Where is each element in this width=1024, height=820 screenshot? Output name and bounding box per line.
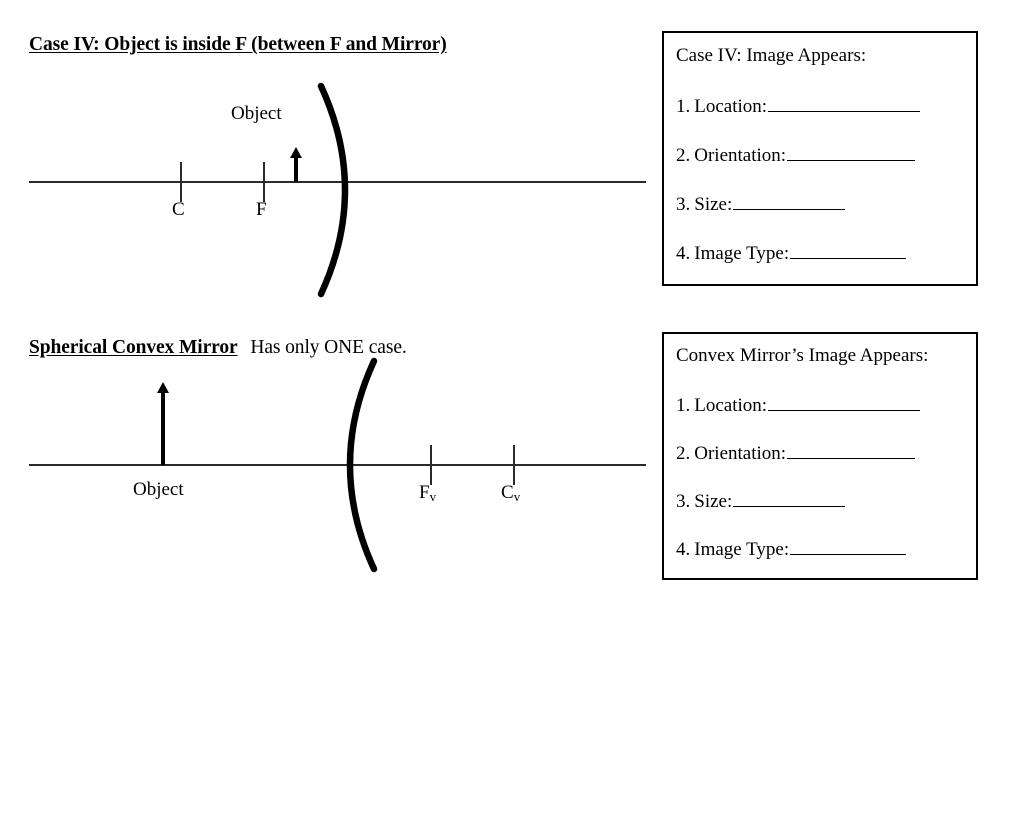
object-label: Object <box>133 479 184 501</box>
item-blank-field[interactable] <box>787 143 916 162</box>
case-iv-answer-item-size[interactable]: 3. Size: <box>676 192 846 216</box>
convex-answer-item-orientation[interactable]: 2. Orientation: <box>676 441 916 465</box>
virtual-center-of-curvature-tick <box>513 445 515 485</box>
concave-mirror-arc <box>317 82 349 298</box>
object-arrow <box>289 147 303 182</box>
item-blank-field[interactable] <box>733 192 846 211</box>
item-blank-field[interactable] <box>787 441 916 460</box>
convex-answer-item-location[interactable]: 1. Location: <box>676 393 921 417</box>
point-label-f: F <box>256 199 267 220</box>
item-label: Size: <box>694 194 733 216</box>
item-number: 4. <box>676 539 691 561</box>
item-number: 2. <box>676 145 691 167</box>
point-label-f: F <box>419 482 430 503</box>
focal-point-label: F <box>256 199 267 221</box>
object-arrow-head <box>289 147 302 158</box>
center-of-curvature-label: C <box>172 199 185 221</box>
convex-mirror-arc <box>346 357 378 573</box>
item-number: 3. <box>676 491 691 513</box>
case-iv-heading: Case IV: Object is inside F (between F a… <box>29 34 447 56</box>
item-label: Orientation: <box>694 145 787 167</box>
item-number: 2. <box>676 443 691 465</box>
item-label: Location: <box>694 96 768 118</box>
item-label: Size: <box>694 491 733 513</box>
principal-axis <box>29 464 646 466</box>
item-number: 1. <box>676 395 691 417</box>
convex-answer-item-image-type[interactable]: 4. Image Type: <box>676 537 907 561</box>
object-arrow-shaft <box>294 157 298 182</box>
item-blank-field[interactable] <box>733 489 846 508</box>
virtual-focal-point-label: Fv <box>419 482 436 505</box>
item-blank-field[interactable] <box>790 537 907 556</box>
point-subscript-v: v <box>429 488 437 504</box>
object-label-text: Object <box>231 103 282 124</box>
convex-mirror-heading-text: Spherical Convex Mirror <box>29 337 238 358</box>
principal-axis <box>29 181 646 183</box>
case-iv-answer-box: Case IV: Image Appears: 1. Location: 2. … <box>662 31 978 286</box>
item-number: 4. <box>676 243 691 265</box>
focal-point-tick <box>263 162 265 202</box>
convex-diagram: Object Fv Cv <box>0 315 660 590</box>
point-label-c: C <box>172 199 185 220</box>
virtual-center-of-curvature-label: Cv <box>501 482 520 505</box>
object-label-text: Object <box>133 479 184 500</box>
convex-mirror <box>346 357 378 573</box>
convex-answer-box: Convex Mirror’s Image Appears: 1. Locati… <box>662 332 978 580</box>
item-label: Orientation: <box>694 443 787 465</box>
object-label: Object <box>231 103 282 125</box>
item-label: Image Type: <box>694 243 790 265</box>
convex-mirror-heading-note: Has only ONE case. <box>250 337 407 358</box>
case-iv-answer-item-image-type[interactable]: 4. Image Type: <box>676 241 907 265</box>
object-arrow-shaft <box>161 392 165 465</box>
convex-mirror-heading: Spherical Convex Mirror Has only ONE cas… <box>29 337 407 359</box>
item-blank-field[interactable] <box>768 94 921 113</box>
point-label-c: C <box>501 482 514 503</box>
center-of-curvature-tick <box>180 162 182 202</box>
item-blank-field[interactable] <box>768 393 921 412</box>
case-iv-answer-title: Case IV: Image Appears: <box>676 45 867 66</box>
object-arrow <box>156 382 170 465</box>
case-iv-heading-text: Case IV: Object is inside F (between F a… <box>29 34 447 55</box>
convex-answer-item-size[interactable]: 3. Size: <box>676 489 846 513</box>
object-arrow-head <box>156 382 169 393</box>
virtual-focal-point-tick <box>430 445 432 485</box>
item-number: 1. <box>676 96 691 118</box>
item-blank-field[interactable] <box>790 241 907 260</box>
case-iv-diagram: C F Object <box>0 0 660 310</box>
point-subscript-v: v <box>513 488 521 504</box>
convex-answer-title: Convex Mirror’s Image Appears: <box>676 345 929 366</box>
item-number: 3. <box>676 194 691 216</box>
concave-mirror <box>317 82 349 298</box>
case-iv-answer-item-orientation[interactable]: 2. Orientation: <box>676 143 916 167</box>
case-iv-answer-item-location[interactable]: 1. Location: <box>676 94 921 118</box>
item-label: Image Type: <box>694 539 790 561</box>
item-label: Location: <box>694 395 768 417</box>
